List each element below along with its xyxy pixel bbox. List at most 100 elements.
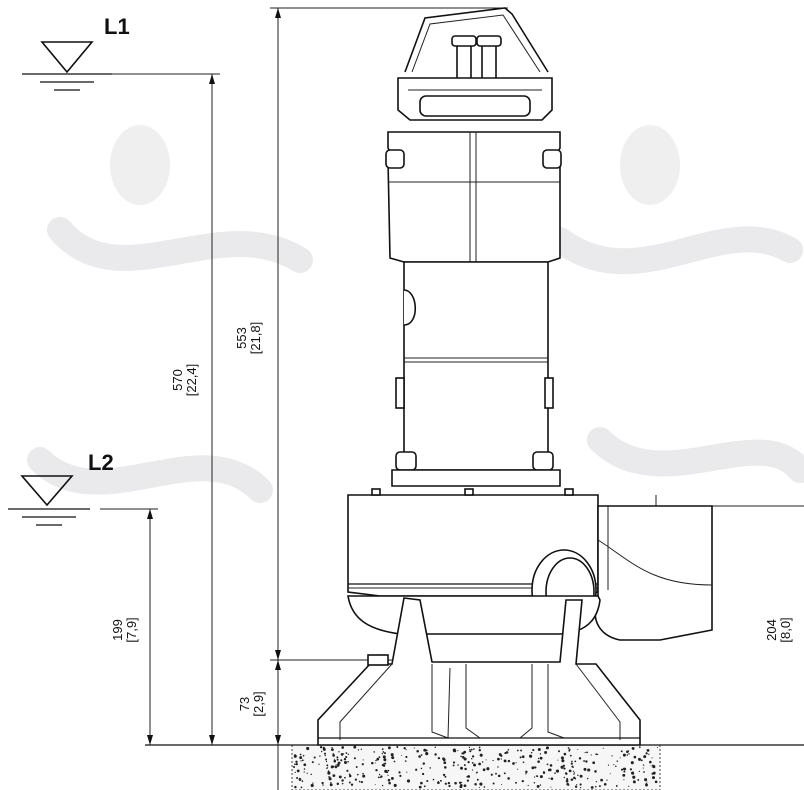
concrete-speckle — [497, 757, 500, 761]
concrete-speckle — [348, 781, 351, 784]
concrete-speckle — [444, 775, 447, 778]
concrete-speckle — [547, 768, 551, 772]
concrete-speckle — [418, 755, 421, 758]
concrete-speckle — [295, 763, 298, 766]
concrete-speckle — [398, 771, 401, 774]
concrete-speckle — [656, 747, 659, 749]
dim-text-570: 570 [22,4] — [170, 364, 199, 397]
concrete-speckle — [383, 758, 387, 762]
concrete-speckle — [515, 781, 517, 784]
concrete-speckle — [478, 786, 480, 789]
concrete-speckle — [306, 746, 310, 751]
concrete-speckle — [460, 783, 463, 787]
concrete-speckle — [384, 769, 388, 773]
concrete-speckle — [443, 761, 447, 765]
concrete-speckle — [356, 773, 359, 776]
concrete-speckle — [298, 778, 302, 781]
concrete-speckle — [302, 754, 305, 757]
concrete-speckle — [654, 780, 658, 784]
concrete-speckle — [384, 762, 387, 765]
concrete-speckle — [507, 759, 511, 763]
concrete-speckle — [503, 772, 506, 775]
water-level-icon-l2 — [8, 475, 90, 526]
concrete-speckle — [374, 783, 376, 785]
concrete-speckle — [537, 757, 540, 760]
concrete-speckle — [616, 760, 619, 762]
concrete-speckle — [420, 767, 423, 770]
concrete-speckle — [326, 764, 329, 767]
concrete-speckle — [360, 781, 363, 784]
concrete-speckle — [423, 785, 426, 788]
concrete-speckle — [603, 782, 607, 786]
concrete-speckle — [529, 754, 533, 758]
concrete-speckle — [570, 778, 574, 781]
concrete-speckle — [640, 759, 643, 762]
concrete-speckle — [516, 749, 519, 752]
concrete-speckle — [572, 770, 575, 772]
concrete-speckle — [338, 751, 340, 753]
dim-204-mm: 204 — [764, 619, 779, 641]
concrete-speckle — [560, 765, 564, 769]
dimension-553 — [270, 7, 508, 660]
concrete-speckle — [548, 777, 550, 779]
concrete-speckle — [437, 756, 441, 760]
concrete-speckle — [348, 773, 351, 776]
dim-553-mm: 553 — [234, 327, 249, 349]
concrete-speckle — [595, 753, 598, 756]
concrete-speckle — [434, 746, 437, 749]
concrete-speckle — [310, 773, 312, 776]
concrete-speckle — [390, 776, 394, 780]
concrete-speckle — [422, 762, 426, 765]
concrete-speckle — [532, 749, 535, 752]
concrete-speckle — [585, 760, 588, 763]
concrete-speckle — [527, 784, 529, 787]
concrete-speckle — [323, 752, 327, 755]
concrete-speckle — [571, 760, 573, 763]
level-label-l1: L1 — [104, 14, 130, 39]
concrete-speckle — [344, 776, 346, 779]
concrete-speckle — [296, 769, 300, 773]
concrete-speckle — [293, 766, 295, 768]
concrete-speckle — [416, 750, 419, 753]
concrete-speckle — [362, 774, 366, 778]
concrete-speckle — [492, 782, 495, 785]
concrete-speckle — [573, 776, 576, 780]
concrete-speckle — [421, 772, 425, 776]
concrete-speckle — [521, 779, 524, 783]
dim-199-in: [7,9] — [124, 617, 139, 642]
concrete-speckle — [404, 760, 407, 762]
concrete-speckle — [525, 773, 527, 775]
concrete-speckle — [294, 771, 296, 774]
concrete-speckle — [468, 746, 471, 749]
concrete-speckle — [469, 749, 471, 751]
concrete-speckle — [644, 778, 648, 782]
concrete-speckle — [620, 768, 624, 771]
concrete-speckle — [566, 778, 569, 781]
concrete-speckle — [626, 754, 629, 756]
concrete-speckle — [382, 763, 385, 766]
concrete-speckle — [473, 764, 476, 767]
concrete-speckle — [537, 748, 541, 751]
concrete-speckle — [343, 760, 348, 765]
concrete-speckle — [587, 768, 591, 772]
concrete-speckle — [645, 783, 648, 787]
concrete-speckle — [536, 784, 540, 788]
concrete-speckle — [652, 765, 656, 769]
concrete-speckle — [387, 774, 389, 776]
concrete-speckle — [573, 773, 575, 775]
concrete-speckle — [343, 757, 347, 761]
concrete-speckle — [458, 781, 462, 784]
concrete-speckle — [544, 751, 548, 754]
concrete-speckle — [362, 772, 364, 775]
concrete-speckle — [378, 756, 381, 759]
concrete-speckle — [360, 748, 363, 751]
dim-204-in: [8,0] — [778, 617, 793, 642]
concrete-speckle — [573, 772, 576, 774]
concrete-speckle — [406, 779, 411, 783]
concrete-speckle — [628, 753, 630, 755]
concrete-speckle — [507, 777, 510, 780]
concrete-speckle — [301, 759, 304, 762]
concrete-speckle — [452, 764, 455, 767]
concrete-speckle — [337, 761, 341, 765]
